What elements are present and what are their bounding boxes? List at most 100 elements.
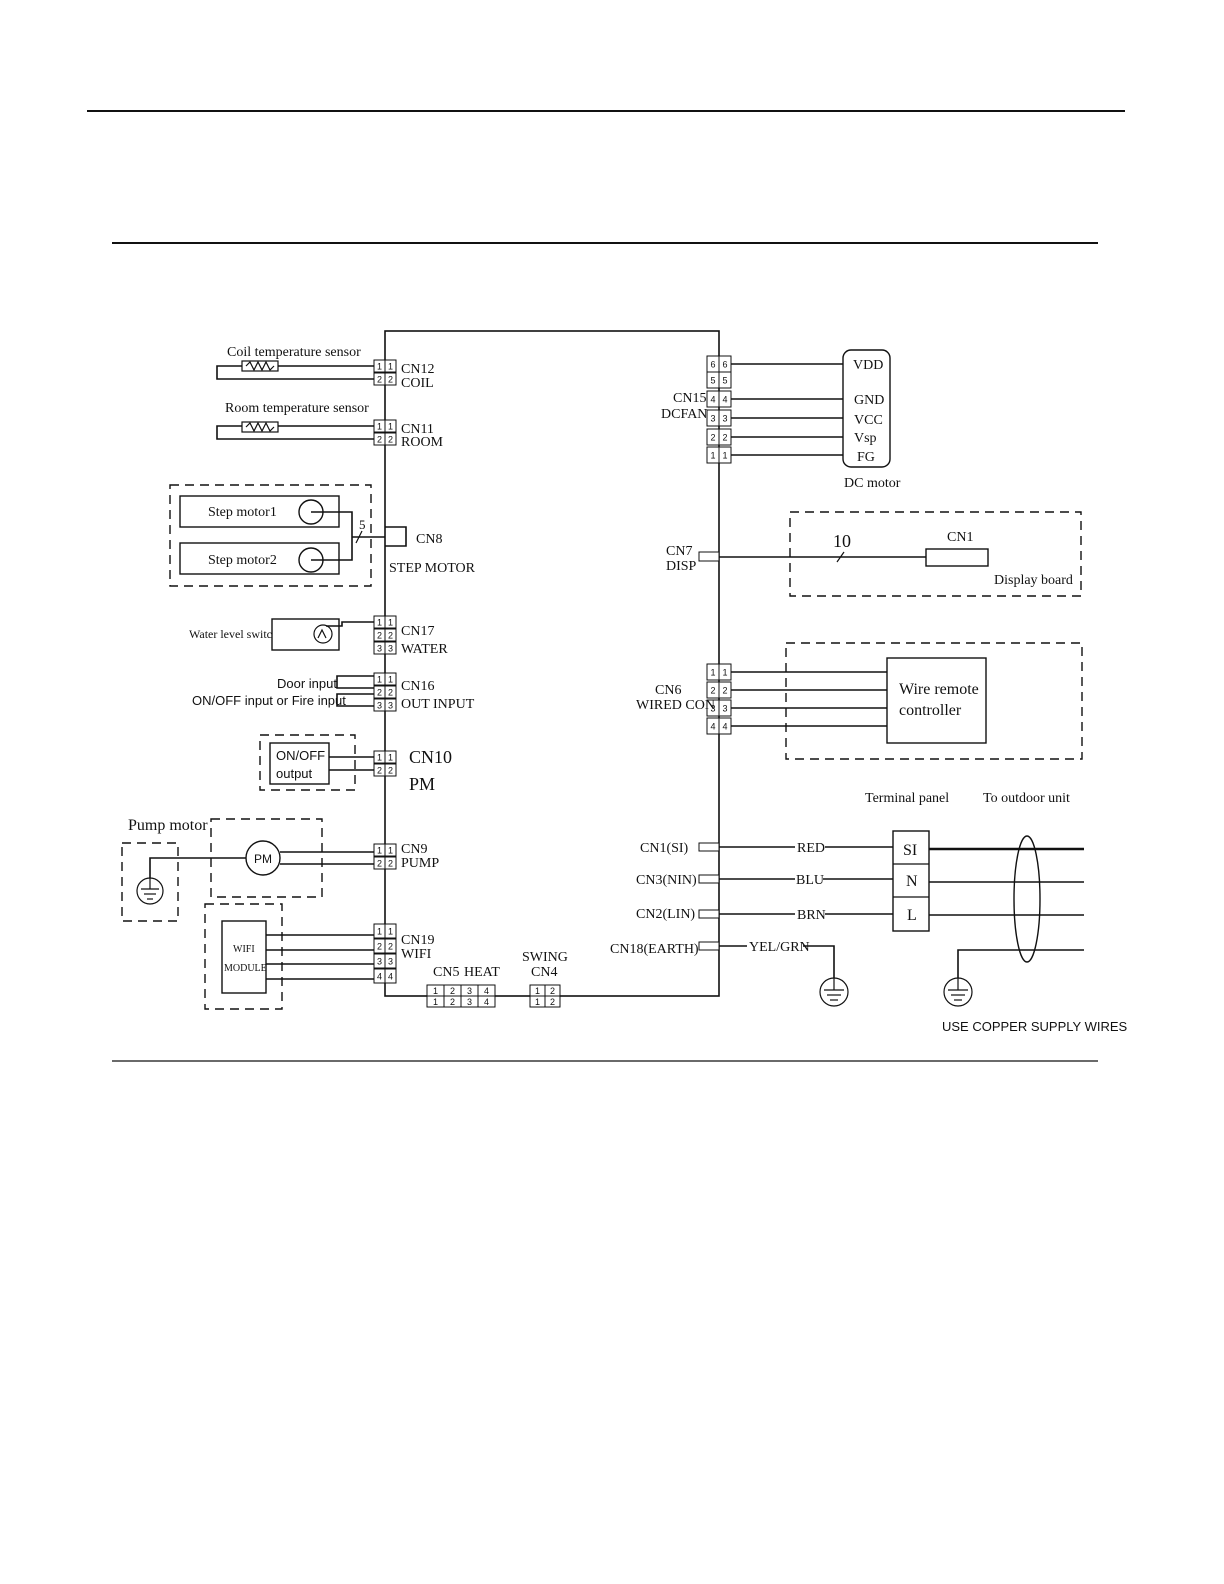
room-sensor-label: Room temperature sensor xyxy=(225,401,369,416)
step-motor-port-label: STEP MOTOR xyxy=(389,561,476,576)
pin-number: 2 xyxy=(377,766,382,776)
connector-cn9 xyxy=(373,843,397,870)
pin-number: 4 xyxy=(377,972,382,982)
cn12-label: CN12 xyxy=(401,362,434,377)
pin-number: 2 xyxy=(722,433,727,443)
to-outdoor-label: To outdoor unit xyxy=(983,791,1070,806)
pin-number: 1 xyxy=(710,451,715,461)
pin-number: 4 xyxy=(484,986,489,996)
pin-number: 3 xyxy=(467,986,472,996)
pin-number: 1 xyxy=(377,675,382,685)
vcc-label: VCC xyxy=(854,413,883,428)
display-board-outline xyxy=(789,511,1082,597)
pin-number: 2 xyxy=(710,686,715,696)
pin-number: 2 xyxy=(377,631,382,641)
blu-label: BLU xyxy=(796,873,824,888)
pin-number: 1 xyxy=(377,846,382,856)
door-input-label: Door input xyxy=(277,676,337,691)
wifi-port-label: WIFI xyxy=(401,947,432,962)
red-label: RED xyxy=(797,841,825,856)
pin-number: 4 xyxy=(710,722,715,732)
coil-sensor-wire xyxy=(216,365,374,380)
onoff-input-wire xyxy=(336,693,374,707)
connector-cn18earth xyxy=(698,941,720,951)
pin-number: 1 xyxy=(535,997,540,1007)
pin-number: 2 xyxy=(450,997,455,1007)
cn2lin-label: CN2(LIN) xyxy=(636,907,695,922)
wire-remote-label: Wire remote xyxy=(899,681,979,698)
swing-label: SWING xyxy=(522,950,568,965)
pin-number: 3 xyxy=(377,957,382,967)
disp-wire-count: 10 xyxy=(833,531,851,551)
connector-cn4 xyxy=(529,984,561,1008)
pin-number: 3 xyxy=(388,701,393,711)
yelgrn-label: YEL/GRN xyxy=(749,940,810,955)
terminal-panel-label: Terminal panel xyxy=(865,791,949,806)
outdoor-earth-wire xyxy=(957,949,1084,978)
pin-number: 1 xyxy=(377,422,382,432)
connector-cn17 xyxy=(373,615,397,655)
earth-wire-right xyxy=(803,945,835,978)
pin-number: 2 xyxy=(377,688,382,698)
vdd-label: VDD xyxy=(853,358,883,373)
pin-number: 2 xyxy=(377,375,382,385)
pin-number: 1 xyxy=(388,927,393,937)
connector-cn8 xyxy=(385,526,407,547)
pin-number: 1 xyxy=(722,668,727,678)
pin-number: 5 xyxy=(710,376,715,386)
terminal-n-label: N xyxy=(906,873,918,890)
cable-bundle-icon xyxy=(1013,835,1041,963)
display-cn1-box xyxy=(925,548,989,567)
cn3nin-label: CN3(NIN) xyxy=(636,873,697,888)
pin-number: 1 xyxy=(377,362,382,372)
room-thermistor-zigzag xyxy=(245,421,275,433)
pin-number: 1 xyxy=(388,675,393,685)
pin-number: 3 xyxy=(377,644,382,654)
cn9-label: CN9 xyxy=(401,842,427,857)
pin-number: 1 xyxy=(388,422,393,432)
pump-motor-label: Pump motor xyxy=(128,817,208,834)
wifi-module-box xyxy=(221,920,267,994)
room-label: ROOM xyxy=(401,435,444,450)
pin-number: 1 xyxy=(433,997,438,1007)
dc-motor-box xyxy=(842,349,891,468)
onoff-fire-input-label: ON/OFF input or Fire input xyxy=(192,693,346,708)
pin-number: 2 xyxy=(550,986,555,996)
pin-number: 2 xyxy=(377,859,382,869)
terminal-block xyxy=(892,830,930,932)
pin-number: 2 xyxy=(388,942,393,952)
pin-number: 1 xyxy=(388,753,393,763)
cn10-label: CN10 xyxy=(409,747,452,767)
pin-number: 4 xyxy=(722,722,727,732)
connector-cn2lin xyxy=(698,909,720,919)
connector-cn7 xyxy=(698,551,720,562)
board-earth-icon xyxy=(819,977,849,1007)
pin-number: 3 xyxy=(388,957,393,967)
pin-number: 1 xyxy=(388,362,393,372)
cn7-label: CN7 xyxy=(666,544,692,559)
door-input-wire xyxy=(336,675,374,689)
step-motor2-label: Step motor2 xyxy=(208,553,277,568)
vsp-label: Vsp xyxy=(854,431,877,446)
pump-label: PUMP xyxy=(401,856,439,871)
pump-ground-icon xyxy=(136,877,164,905)
pm-circle-label: PM xyxy=(254,852,272,866)
pin-number: 2 xyxy=(377,942,382,952)
cn4-label: CN4 xyxy=(531,965,557,980)
pin-number: 2 xyxy=(388,766,393,776)
room-sensor-wire xyxy=(216,425,374,440)
step-motor-wires xyxy=(311,511,353,561)
pump-ground-outline xyxy=(121,842,179,922)
cn6-label: CN6 xyxy=(655,683,681,698)
float-switch-icon xyxy=(313,624,333,644)
dc-motor-label: DC motor xyxy=(844,476,901,491)
gnd-label: GND xyxy=(854,393,884,408)
heat-label: HEAT xyxy=(464,965,500,980)
onoff-output-box xyxy=(269,742,330,785)
pin-number: 3 xyxy=(377,701,382,711)
copper-supply-note: USE COPPER SUPPLY WIRES xyxy=(942,1019,1128,1034)
coil-sensor-label: Coil temperature sensor xyxy=(227,345,361,360)
outdoor-earth-icon xyxy=(943,977,973,1007)
pin-number: 1 xyxy=(377,753,382,763)
